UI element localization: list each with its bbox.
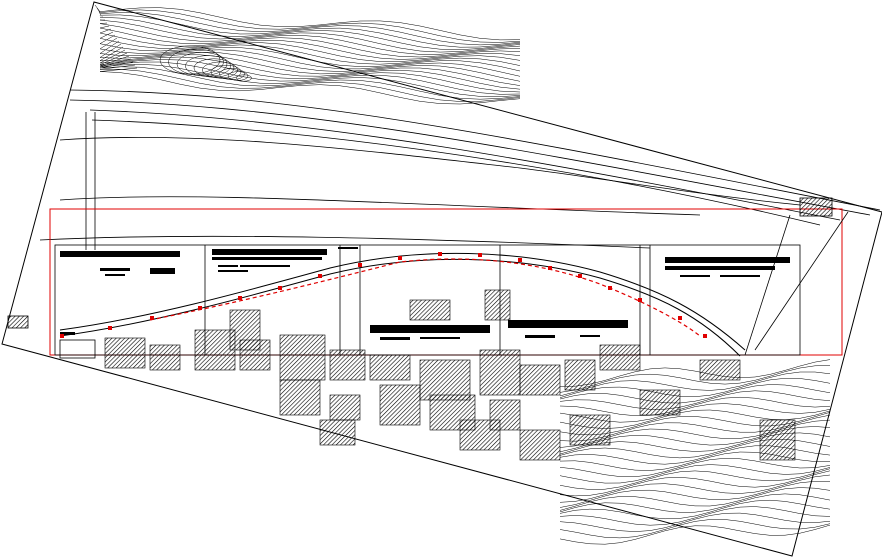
contour-lines-bottom: [559, 359, 831, 545]
contour-lines-top: [94, 4, 521, 105]
legend-blocks: [60, 247, 790, 340]
road-alignment: [59, 252, 746, 357]
misc-features: [7, 197, 849, 359]
survey-points: [60, 252, 707, 338]
upper-corridor-lines: [39, 89, 881, 250]
hatched-buildings: [104, 289, 796, 461]
